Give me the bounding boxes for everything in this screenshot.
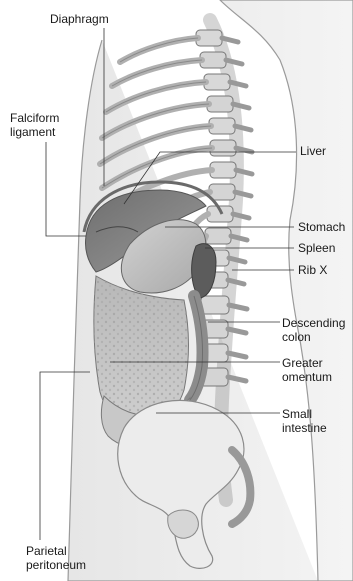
label-descending-colon: Descending colon: [282, 316, 345, 344]
label-parietal-peritoneum: Parietal peritoneum: [26, 544, 86, 572]
label-spleen: Spleen: [298, 241, 335, 255]
label-falciform-ligament: Falciform ligament: [10, 111, 59, 139]
label-stomach: Stomach: [298, 220, 345, 234]
label-liver: Liver: [300, 144, 326, 158]
label-rib-x: Rib X: [298, 263, 327, 277]
spleen: [192, 244, 216, 298]
label-diaphragm: Diaphragm: [50, 12, 109, 26]
label-greater-omentum: Greater omentum: [282, 356, 332, 384]
label-small-intestine: Small intestine: [282, 407, 327, 435]
